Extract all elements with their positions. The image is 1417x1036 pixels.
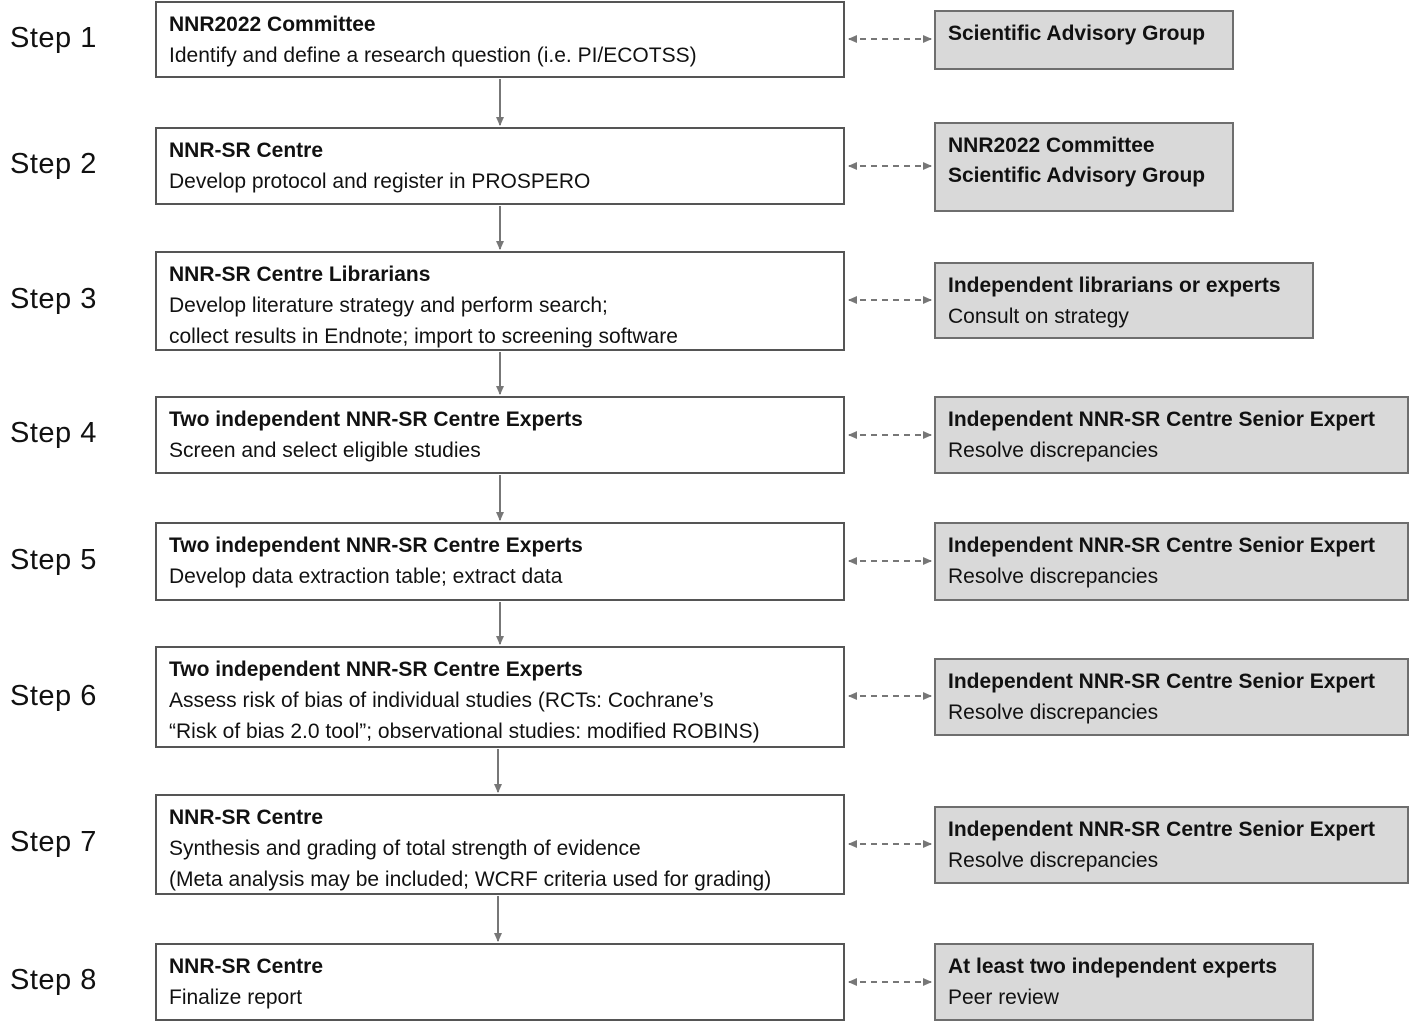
step-8-main-title: NNR-SR Centre: [169, 955, 324, 978]
step-8-side-line-2: Peer review: [948, 986, 1059, 1009]
step-8-side-box: At least two independent experts Peer re…: [934, 943, 1314, 1021]
step-1-side-line-1: Scientific Advisory Group: [948, 22, 1206, 45]
step-3-main-box: NNR-SR Centre Librarians Develop literat…: [155, 251, 845, 351]
step-8-main-box: NNR-SR Centre Finalize report: [155, 943, 845, 1021]
step-4-label: Step 4: [10, 417, 97, 449]
step-2-side-box: NNR2022 Committee Scientific Advisory Gr…: [934, 122, 1234, 212]
step-5-side-box: Independent NNR-SR Centre Senior Expert …: [934, 522, 1409, 601]
step-3-main-title: NNR-SR Centre Librarians: [169, 263, 431, 286]
step-4-main-title: Two independent NNR-SR Centre Experts: [169, 408, 583, 431]
step-5-main-box: Two independent NNR-SR Centre Experts De…: [155, 522, 845, 601]
step-1-main-line-1: Identify and define a research question …: [169, 44, 697, 67]
step-8-main-line-1: Finalize report: [169, 986, 303, 1009]
step-2-label: Step 2: [10, 148, 97, 180]
step-6-side-line-1: Independent NNR-SR Centre Senior Expert: [948, 670, 1376, 693]
step-5-side-line-1: Independent NNR-SR Centre Senior Expert: [948, 534, 1376, 557]
step-3-main-line-2: collect results in Endnote; import to sc…: [169, 325, 678, 348]
step-6-main-box: Two independent NNR-SR Centre Experts As…: [155, 646, 845, 748]
step-7-label: Step 7: [10, 826, 97, 858]
step-4-side-line-1: Independent NNR-SR Centre Senior Expert: [948, 408, 1376, 431]
step-7-side-line-2: Resolve discrepancies: [948, 849, 1159, 872]
step-3-side-box: Independent librarians or experts Consul…: [934, 262, 1314, 339]
step-7-main-line-1: Synthesis and grading of total strength …: [169, 837, 641, 860]
step-7-main-box: NNR-SR Centre Synthesis and grading of t…: [155, 794, 845, 895]
step-2-main-box: NNR-SR Centre Develop protocol and regis…: [155, 127, 845, 205]
step-4-side-box: Independent NNR-SR Centre Senior Expert …: [934, 396, 1409, 474]
step-4-main-box: Two independent NNR-SR Centre Experts Sc…: [155, 396, 845, 474]
step-7-main-line-2: (Meta analysis may be included; WCRF cri…: [169, 868, 772, 891]
step-5-label: Step 5: [10, 544, 97, 576]
step-6-label: Step 6: [10, 680, 97, 712]
step-6-side-box: Independent NNR-SR Centre Senior Expert …: [934, 658, 1409, 736]
step-3-side-line-2: Consult on strategy: [948, 305, 1129, 328]
step-1-side-box: Scientific Advisory Group: [934, 10, 1234, 70]
step-2-main-line-1: Develop protocol and register in PROSPER…: [169, 170, 591, 193]
step-6-main-title: Two independent NNR-SR Centre Experts: [169, 658, 583, 681]
step-1-main-title: NNR2022 Committee: [169, 13, 376, 36]
step-1-main-box: NNR2022 Committee Identify and define a …: [155, 1, 845, 78]
step-6-main-line-2: “Risk of bias 2.0 tool”; observational s…: [169, 720, 760, 743]
step-6-side-line-2: Resolve discrepancies: [948, 701, 1159, 724]
step-8-side-line-1: At least two independent experts: [948, 955, 1278, 978]
step-6-main-line-1: Assess risk of bias of individual studie…: [169, 689, 714, 712]
step-7-side-line-1: Independent NNR-SR Centre Senior Expert: [948, 818, 1376, 841]
step-4-main-line-1: Screen and select eligible studies: [169, 439, 481, 462]
step-4-side-line-2: Resolve discrepancies: [948, 439, 1159, 462]
step-5-side-line-2: Resolve discrepancies: [948, 565, 1159, 588]
step-3-main-line-1: Develop literature strategy and perform …: [169, 294, 608, 317]
step-5-main-title: Two independent NNR-SR Centre Experts: [169, 534, 583, 557]
step-7-main-title: NNR-SR Centre: [169, 806, 324, 829]
step-7-side-box: Independent NNR-SR Centre Senior Expert …: [934, 806, 1409, 884]
step-2-side-line-1: NNR2022 Committee: [948, 134, 1155, 157]
step-3-side-line-1: Independent librarians or experts: [948, 274, 1281, 297]
step-3-label: Step 3: [10, 283, 97, 315]
step-8-label: Step 8: [10, 964, 97, 996]
step-2-main-title: NNR-SR Centre: [169, 139, 324, 162]
step-5-main-line-1: Develop data extraction table; extract d…: [169, 565, 563, 588]
step-1-label: Step 1: [10, 22, 97, 54]
step-2-side-line-2: Scientific Advisory Group: [948, 164, 1206, 187]
